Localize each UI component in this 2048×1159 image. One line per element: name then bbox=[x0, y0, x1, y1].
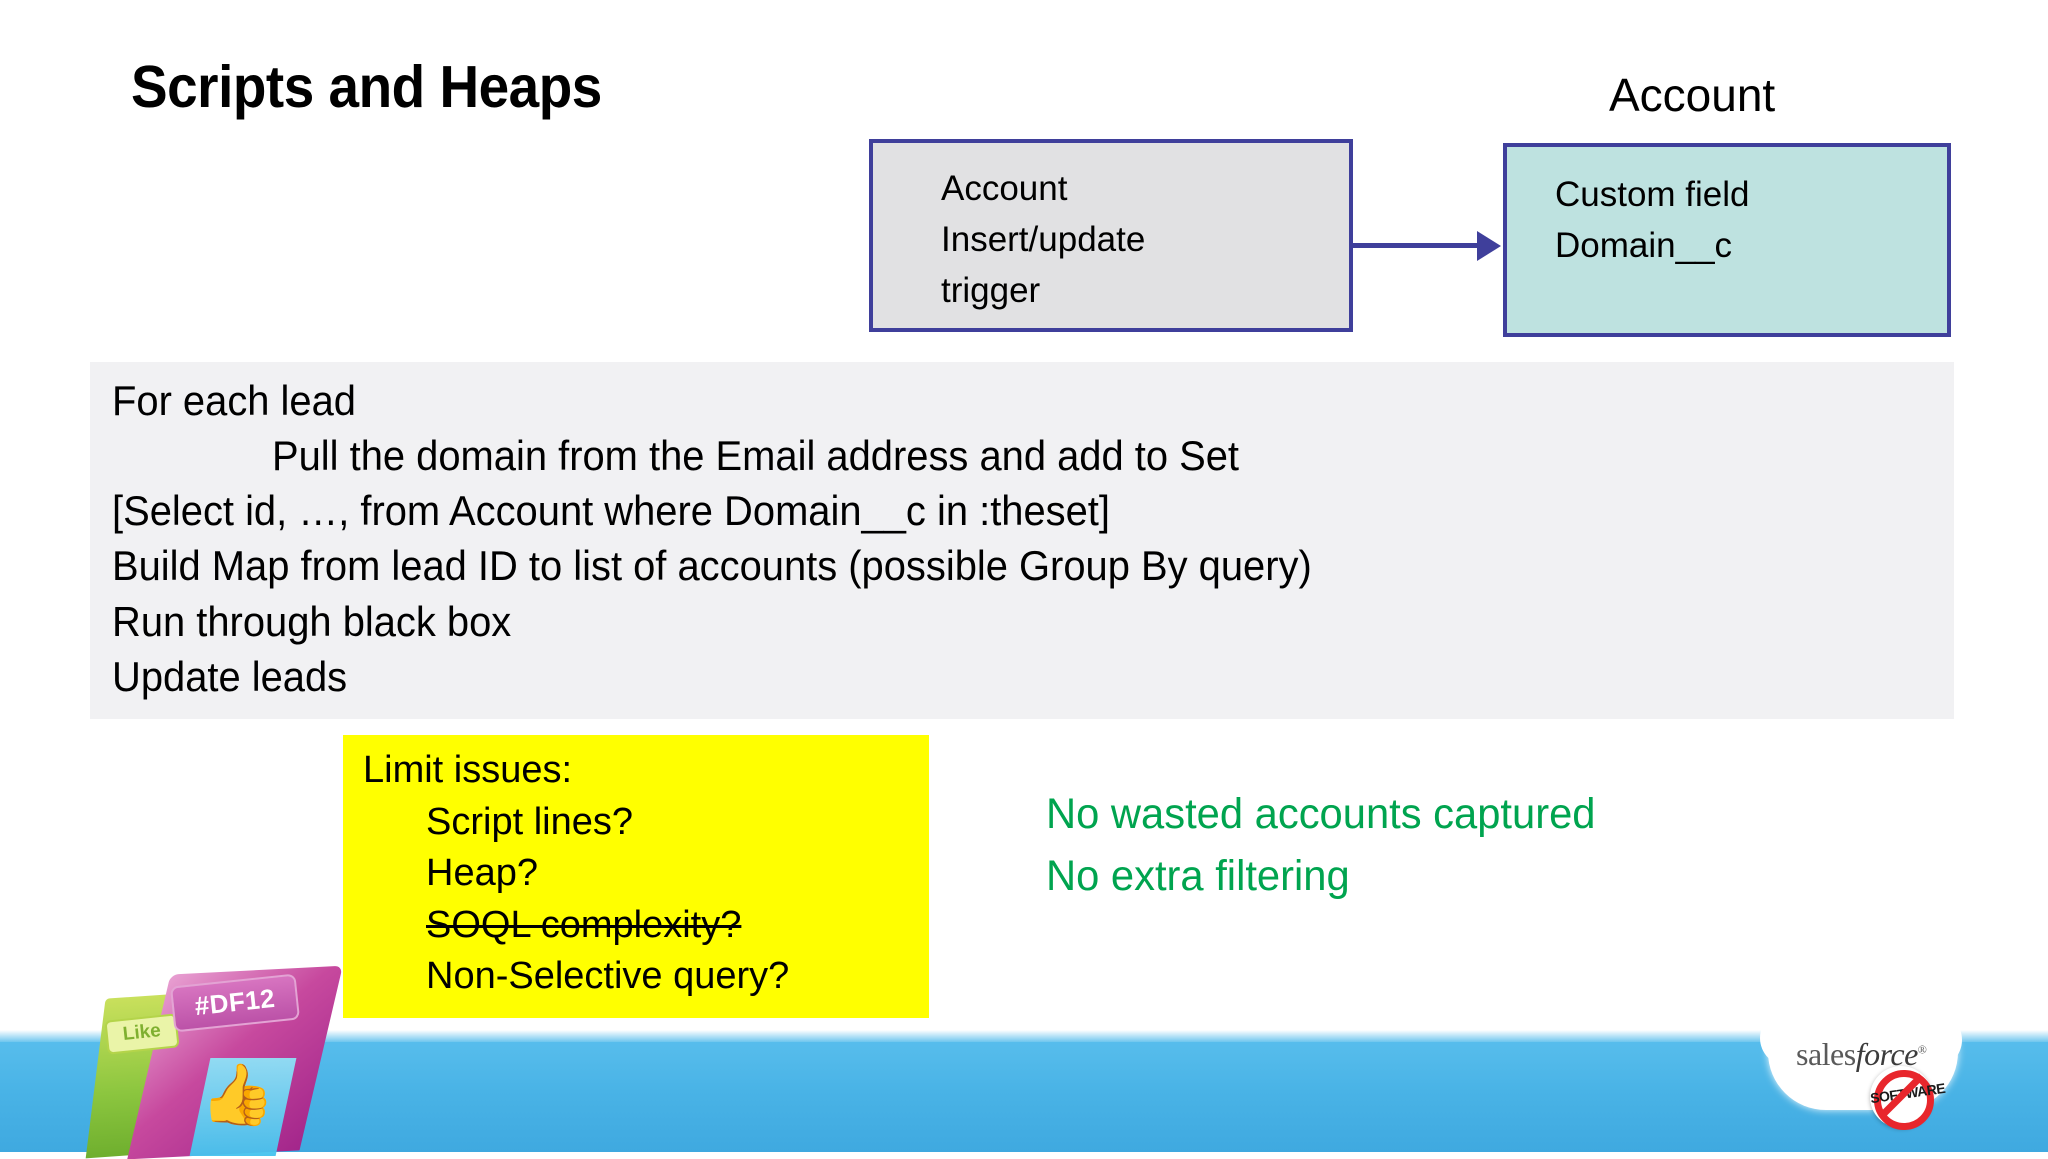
trigger-box-line-1: Account bbox=[941, 169, 1068, 208]
pseudocode-line: Run through black box bbox=[112, 598, 512, 645]
trigger-box-line-2: Insert/update bbox=[941, 220, 1146, 259]
wordmark-sales: sales bbox=[1796, 1036, 1856, 1072]
benefits-notes: No wasted accounts captured No extra fil… bbox=[1046, 783, 1613, 907]
page-title: Scripts and Heaps bbox=[131, 54, 602, 120]
account-box-line-1: Custom field bbox=[1555, 175, 1750, 214]
limit-issue-item-struck: SOQL complexity? bbox=[426, 904, 742, 946]
salesforce-logo: salesforce® SOFTWARE bbox=[1760, 970, 1990, 1152]
account-box-line-2: Domain__c bbox=[1555, 226, 1733, 265]
pseudocode-line: Pull the domain from the Email address a… bbox=[272, 432, 1240, 479]
limit-issue-item: Non-Selective query? bbox=[426, 955, 790, 997]
account-box: Custom field Domain__c bbox=[1503, 143, 1951, 337]
trigger-box-line-3: trigger bbox=[941, 271, 1041, 310]
no-software-badge-icon: SOFTWARE bbox=[1869, 1066, 1946, 1130]
thumbs-up-icon: 👍 bbox=[200, 1061, 275, 1128]
salesforce-wordmark: salesforce® bbox=[1796, 1036, 1927, 1073]
no-software-ring bbox=[1874, 1070, 1934, 1130]
limit-issues-box: Limit issues: Script lines? Heap? SOQL c… bbox=[343, 735, 929, 1018]
flow-arrow-line bbox=[1353, 243, 1487, 248]
limit-issues-heading: Limit issues: bbox=[363, 749, 573, 791]
account-box-caption: Account bbox=[1609, 69, 1776, 121]
dreamforce-badge: Like #DF12 👍 bbox=[85, 962, 346, 1159]
registered-mark: ® bbox=[1917, 1042, 1927, 1057]
bottom-banner bbox=[0, 1042, 2048, 1152]
banner-fade bbox=[0, 1030, 2048, 1044]
pseudocode-block: For each lead Pull the domain from the E… bbox=[90, 362, 1954, 719]
limit-issue-item: Heap? bbox=[426, 852, 538, 894]
limit-issue-item: Script lines? bbox=[426, 801, 633, 843]
flow-arrow-head-icon bbox=[1477, 231, 1501, 261]
pseudocode-line: Build Map from lead ID to list of accoun… bbox=[112, 542, 1312, 589]
pseudocode-line: For each lead bbox=[112, 377, 356, 424]
benefit-line: No extra filtering bbox=[1046, 852, 1350, 900]
pseudocode-line: [Select id, …, from Account where Domain… bbox=[112, 487, 1110, 534]
pseudocode-line: Update leads bbox=[112, 653, 348, 700]
benefit-line: No wasted accounts captured bbox=[1046, 790, 1596, 838]
trigger-box: Account Insert/update trigger bbox=[869, 139, 1353, 332]
